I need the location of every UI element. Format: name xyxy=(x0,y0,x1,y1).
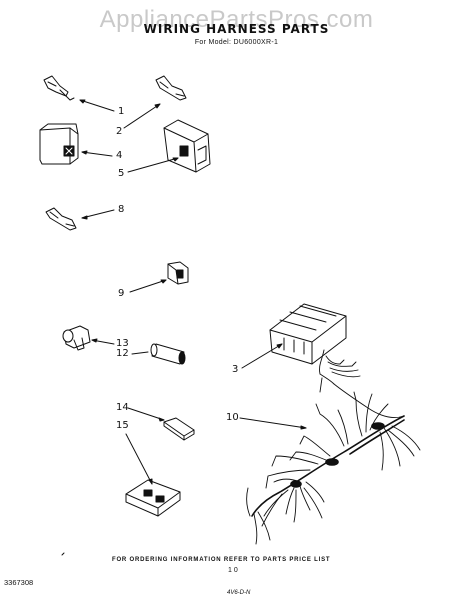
page-title: WIRING HARNESS PARTS xyxy=(143,22,330,36)
leader-9 xyxy=(129,279,167,293)
ordering-note: FOR ORDERING INFORMATION REFER TO PARTS … xyxy=(112,557,331,563)
part-13-plug xyxy=(62,325,91,351)
leader-5 xyxy=(127,157,179,173)
part-1-terminal xyxy=(43,75,75,101)
part-4-connector xyxy=(39,123,79,165)
callout-1: 1 xyxy=(118,106,125,117)
part-3-connector-block xyxy=(269,303,347,365)
harness-branch-wires xyxy=(246,391,421,545)
callout-12: 12 xyxy=(116,348,129,359)
leader-14 xyxy=(127,407,165,422)
leader-2 xyxy=(123,103,161,129)
part-15-connector xyxy=(125,479,181,517)
callout-5: 5 xyxy=(118,168,125,179)
part-2-terminal xyxy=(155,75,187,101)
leader-12 xyxy=(131,351,149,355)
leader-15 xyxy=(125,433,153,485)
footer-mark xyxy=(61,552,65,556)
callout-13: 13 xyxy=(116,338,129,349)
part-9-clip xyxy=(167,261,189,285)
leader-4 xyxy=(81,150,113,157)
leader-1 xyxy=(79,99,115,112)
callout-2: 2 xyxy=(116,126,123,137)
harness-main-bundle xyxy=(251,415,405,517)
callout-8: 8 xyxy=(118,204,125,215)
part-12-sleeve xyxy=(150,343,186,365)
harness-upper-wires xyxy=(319,349,405,419)
page-number: 1 0 xyxy=(228,567,238,574)
part-5-connector xyxy=(163,119,211,173)
watermark: AppliancePartsPros.com xyxy=(99,6,374,33)
callout-10: 10 xyxy=(226,412,239,423)
callout-3: 3 xyxy=(232,364,239,375)
model-subtitle: For Model: DU6000XR-1 xyxy=(194,39,279,46)
leader-8 xyxy=(81,209,115,220)
leader-13 xyxy=(91,338,115,345)
callout-4: 4 xyxy=(116,150,123,161)
leader-10 xyxy=(239,417,307,430)
part-14-tube xyxy=(163,417,195,441)
part-8-terminal xyxy=(45,207,77,231)
callout-15: 15 xyxy=(116,420,129,431)
document-number: 3367308 xyxy=(4,578,34,587)
leader-3 xyxy=(241,343,283,369)
handwritten-mark: 4V6-D-N xyxy=(227,590,251,596)
callout-9: 9 xyxy=(118,288,125,299)
callout-14: 14 xyxy=(116,402,129,413)
